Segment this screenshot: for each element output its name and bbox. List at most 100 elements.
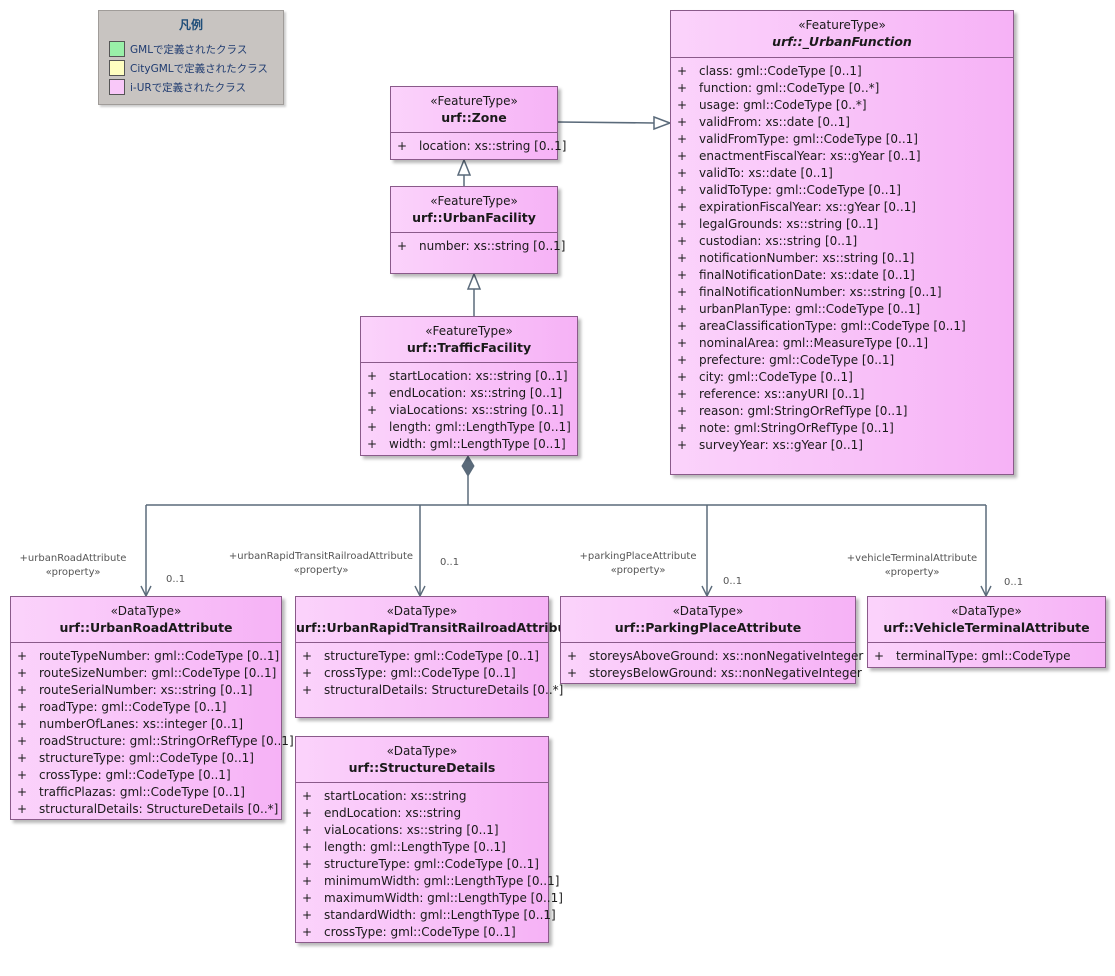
attribute-text: reference: xs::anyURI [0..1]: [699, 387, 865, 401]
attribute-row: + viaLocations: xs::string [0..1]: [302, 822, 548, 839]
legend-swatch-gml: [109, 41, 125, 57]
attribute-text: structureType: gml::CodeType [0..1]: [324, 857, 539, 871]
attribute-row: +custodian: xs::string [0..1]: [677, 233, 1013, 250]
attribute-row: +numberOfLanes: xs::integer [0..1]: [17, 716, 281, 733]
class-urban-road-attribute[interactable]: «DataType» urf::UrbanRoadAttribute +rout…: [10, 596, 294, 820]
attribute-row: + standardWidth: gml::LengthType [0..1]: [302, 907, 556, 924]
class-header: «DataType» urf::StructureDetails: [296, 737, 548, 783]
visibility-marker: +: [302, 789, 313, 803]
attribute-text: validToType: gml::CodeType [0..1]: [699, 183, 901, 197]
attribute-text: enactmentFiscalYear: xs::gYear [0..1]: [699, 149, 921, 163]
class-header: «FeatureType» urf::UrbanFacility: [391, 187, 557, 233]
visibility-marker: +: [302, 908, 313, 922]
visibility-marker: +: [397, 239, 408, 253]
attribute-list: + startLocation: xs::string [0..1]+endLoc…: [361, 363, 577, 453]
attribute-row: +location: xs::string [0..1]: [397, 138, 566, 155]
attribute-row: +validFrom: xs::date [0..1]: [677, 114, 1013, 131]
attribute-row: +areaClassificationType: gml::CodeType […: [677, 318, 1013, 335]
visibility-marker: +: [677, 370, 688, 384]
attribute-row: +nominalArea: gml::MeasureType [0..1]: [677, 335, 1013, 352]
attribute-row: +endLocation: xs::string [0..1]: [367, 385, 577, 402]
attribute-text: roadType: gml::CodeType [0..1]: [39, 700, 227, 714]
association-label-rapid-transit: +urbanRapidTransitRailroadAttribute «pro…: [228, 550, 414, 578]
class-vehicle-terminal-attribute[interactable]: «DataType» urf::VehicleTerminalAttribute…: [867, 596, 1106, 668]
class-header: «DataType» urf::UrbanRoadAttribute: [11, 597, 281, 643]
attribute-row: +note: gml:StringOrRefType [0..1]: [677, 420, 1013, 437]
class-traffic-facility[interactable]: «FeatureType» urf::TrafficFacility +star…: [360, 316, 578, 456]
multiplicity-rapid-transit: 0..1: [440, 557, 460, 568]
class-rapid-transit-attribute[interactable]: «DataType» urf::UrbanRapidTransitRailroa…: [295, 596, 581, 718]
visibility-marker: +: [367, 369, 378, 383]
visibility-marker: +: [17, 785, 28, 799]
attribute-row: + startLocation: xs::string: [302, 788, 548, 805]
class-header: «DataType» urf::VehicleTerminalAttribute: [868, 597, 1105, 643]
visibility-marker: +: [302, 666, 313, 680]
attribute-row: +class: gml::CodeType [0..1]: [677, 63, 1013, 80]
class-stereotype: «DataType»: [672, 604, 744, 618]
generalization-urban-facility-to-zone: [456, 157, 472, 186]
visibility-marker: +: [302, 925, 313, 939]
attribute-text: location: xs::string [0..1]: [419, 139, 567, 153]
attribute-row: +structureType: gml::CodeType [0..1]: [302, 648, 548, 665]
visibility-marker: +: [367, 403, 378, 417]
attribute-row: +structuralDetails: StructureDetails [0.…: [17, 801, 281, 818]
attribute-list: +structureType: gml::CodeType [0..1]+ cro…: [296, 643, 563, 699]
class-parking-place-attribute[interactable]: «DataType» urf::ParkingPlaceAttribute +s…: [560, 596, 863, 684]
attribute-row: +validToType: gml::CodeType [0..1]: [677, 182, 1013, 199]
attribute-text: finalNotificationNumber: xs::string [0..…: [699, 285, 942, 299]
attribute-list: +class: gml::CodeType [0..1]+function: g…: [671, 58, 1013, 454]
legend: 凡例 GMLで定義されたクラス CityGMLで定義されたクラス i-URで定義…: [98, 10, 284, 105]
class-header: «FeatureType» urf::Zone: [391, 87, 557, 133]
attribute-text: reason: gml:StringOrRefType [0..1]: [699, 404, 908, 418]
visibility-marker: +: [677, 285, 688, 299]
attribute-text: startLocation: xs::string: [324, 789, 467, 803]
visibility-marker: +: [677, 200, 688, 214]
visibility-marker: +: [677, 319, 688, 333]
association-label-parking-place: +parkingPlaceAttribute «property»: [574, 550, 702, 578]
visibility-marker: +: [17, 700, 28, 714]
visibility-marker: +: [367, 386, 378, 400]
attribute-row: +reason: gml:StringOrRefType [0..1]: [677, 403, 1013, 420]
class-header: «DataType» urf::ParkingPlaceAttribute: [561, 597, 855, 643]
attribute-row: +enactmentFiscalYear: xs::gYear [0..1]: [677, 148, 1013, 165]
attribute-text: crossType: gml::CodeType [0..1]: [324, 925, 516, 939]
visibility-marker: +: [17, 768, 28, 782]
attribute-text: crossType: gml::CodeType [0..1]: [324, 666, 516, 680]
attribute-text: city: gml::CodeType [0..1]: [699, 370, 853, 384]
visibility-marker: +: [677, 251, 688, 265]
attribute-row: +usage: gml::CodeType [0..*]: [677, 97, 1013, 114]
attribute-text: viaLocations: xs::string [0..1]: [389, 403, 564, 417]
attribute-text: routeTypeNumber: gml::CodeType [0..1]: [39, 649, 280, 663]
role-name: +vehicleTerminalAttribute: [846, 553, 978, 564]
attribute-row: +maximumWidth: gml::LengthType [0..1]: [302, 890, 563, 907]
attribute-text: endLocation: xs::string: [324, 806, 462, 820]
attribute-row: +validFromType: gml::CodeType [0..1]: [677, 131, 1013, 148]
attribute-text: width: gml::LengthType [0..1]: [389, 437, 566, 451]
class-urban-facility[interactable]: «FeatureType» urf::UrbanFacility +number…: [390, 186, 565, 274]
attribute-row: + finalNotificationNumber: xs::string [0.…: [677, 284, 1013, 301]
visibility-marker: +: [302, 823, 313, 837]
legend-swatch-iur: [109, 79, 125, 95]
attribute-row: + crossType: gml::CodeType [0..1]: [302, 665, 548, 682]
attribute-row: +crossType: gml::CodeType [0..1]: [17, 767, 281, 784]
attribute-row: +reference: xs::anyURI [0..1]: [677, 386, 1013, 403]
association-label-urban-road: +urbanRoadAttribute «property»: [10, 552, 136, 580]
attribute-row: +routeTypeNumber: gml::CodeType [0..1]: [17, 648, 281, 665]
attribute-text: viaLocations: xs::string [0..1]: [324, 823, 499, 837]
attribute-list: +number: xs::string [0..1]: [391, 233, 565, 255]
visibility-marker: +: [302, 840, 313, 854]
attribute-row: +finalNotificationDate: xs::date [0..1]: [677, 267, 1013, 284]
attribute-text: standardWidth: gml::LengthType [0..1]: [324, 908, 556, 922]
legend-label-iur: i-URで定義されたクラス: [130, 82, 246, 94]
attribute-text: startLocation: xs::string [0..1]: [389, 369, 568, 383]
class-zone[interactable]: «FeatureType» urf::Zone +location: xs::s…: [390, 86, 566, 160]
attribute-row: +width: gml::LengthType [0..1]: [367, 436, 577, 453]
class-structure-details[interactable]: «DataType» urf::StructureDetails + startL…: [295, 736, 563, 943]
attribute-row: + viaLocations: xs::string [0..1]: [367, 402, 577, 419]
attribute-row: +surveyYear: xs::gYear [0..1]: [677, 437, 1013, 454]
attribute-list: +routeTypeNumber: gml::CodeType [0..1]+r…: [11, 643, 294, 818]
attribute-text: note: gml:StringOrRefType [0..1]: [699, 421, 894, 435]
class-urban-function[interactable]: «FeatureType» urf::_UrbanFunction +class…: [670, 10, 1014, 475]
visibility-marker: +: [302, 891, 313, 905]
